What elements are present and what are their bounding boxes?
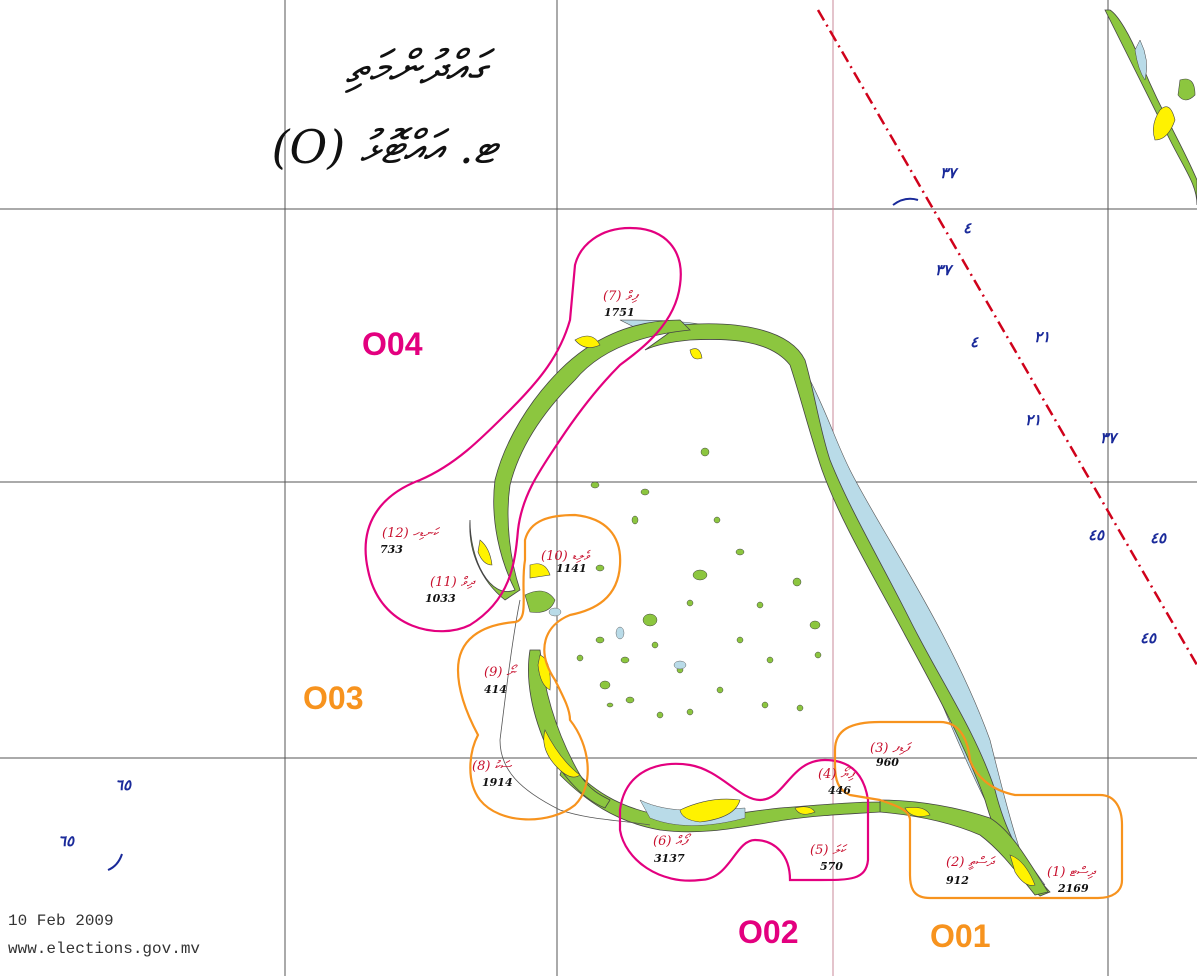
depth-mark: ٢١ (1025, 411, 1041, 429)
boundary-o02 (618, 758, 870, 882)
island-pop: 570 (820, 860, 843, 873)
zone-label-o04: O04 (362, 326, 423, 362)
zone-label-o01: O01 (930, 918, 991, 954)
island-label-6: (6) ފޯއް 3137 (653, 833, 691, 865)
svg-text:(10)ވެލިޑ: (10) ވެލިޑ (541, 549, 592, 564)
svg-text:(11)ދިވް: (11) ދިވް (430, 575, 476, 590)
svg-text:(6)ފޯއް: (6) ފޯއް (653, 833, 691, 849)
island-pop: 1914 (482, 776, 513, 789)
island-pop: 414 (484, 683, 507, 696)
island-num: (7) (603, 289, 621, 304)
island-label-12: (12) ކަނޑިހ 733 (380, 526, 441, 556)
svg-text:(7)ފިވް: (7) ފިވް (603, 289, 640, 304)
island-label-3: (3) ފަޑިފ 960 (870, 741, 912, 769)
island-name: ފަޑިފ (892, 741, 912, 756)
island-label-10: (10) ވެލިޑ 1141 (541, 549, 592, 575)
island-label-4: (4) ފިޔޯ 446 (818, 766, 856, 797)
svg-text:(8)ސަކު: (8) ސަކު (472, 759, 513, 774)
island-label-9: (9) ނޯ 414 (484, 664, 518, 696)
island-name: ވެލިޑ (572, 549, 592, 564)
island-num: (4) (818, 767, 836, 782)
boundary-line (816, 9, 1197, 666)
island-name: ފިޔޯ (840, 766, 856, 782)
depth-mark: ٤٥ (1140, 629, 1157, 647)
depth-mark: ٦٥ (58, 832, 75, 850)
island-name: ފޯއް (675, 833, 691, 849)
island-pop: 733 (380, 543, 403, 556)
atoll-title-dhivehi: ގައްދުންމަތި (345, 40, 487, 94)
island-label-7: (7) ފިވް 1751 (603, 289, 640, 319)
svg-text:(1)ދިސްޓ: (1) ދިސްޓ (1047, 865, 1096, 880)
island-label-8: (8) ސަކު 1914 (472, 759, 513, 789)
island-label-2: (2)ދަސްތީ 912 (946, 855, 996, 887)
svg-text:(3)ފަޑިފ: (3) ފަޑިފ (870, 741, 912, 756)
depth-mark: ٣٧ (1100, 429, 1119, 447)
depth-mark: ٤٥ (1088, 526, 1105, 544)
depth-mark: ٢١ (1034, 328, 1050, 346)
island-pop: 1751 (604, 306, 635, 319)
zone-label-o02: O02 (738, 914, 799, 950)
island-pop: 1033 (425, 592, 456, 605)
depth-soundings: ٣٧ ٤ ٣٧ ٤ ٢١ ٢١ ٣٧ ٤٥ ٤٥ ٤٥ ٦٥ ٦٥ (58, 164, 1167, 850)
island-num: (9) (484, 665, 502, 680)
island-num: (6) (653, 834, 671, 849)
footer-date: 10 Feb 2009 (8, 912, 114, 930)
depth-mark: ٣٧ (935, 261, 954, 279)
island-name: ދިސްޓ (1069, 865, 1096, 880)
depth-mark: ٤ (963, 219, 972, 237)
island-pop: 3137 (654, 852, 685, 865)
island-name: ފިވް (625, 289, 639, 304)
island-labels: (1) ދިސްޓ 2169 (2)ދަސްތީ 912 (3) ފަޑިފ 960… (380, 289, 1096, 895)
island-num: (10) (541, 549, 568, 564)
footer-url[interactable]: www.elections.gov.mv (8, 940, 201, 958)
island-label-5: (5) ކަލަ 570 (810, 843, 848, 873)
constituency-boundaries (364, 226, 1124, 900)
atoll-title-code: ޓ. އައްޓޮޅު (O) (271, 120, 497, 174)
island-pop: 912 (946, 874, 969, 887)
island-pop: 1141 (556, 562, 587, 575)
boundary-o04 (364, 226, 682, 633)
ne-island-chain (1104, 9, 1197, 206)
boundary-o01 (833, 720, 1124, 900)
island-name: ކަލަ (832, 843, 847, 858)
sounding-arc (107, 853, 123, 871)
zone-label-o03: O03 (303, 680, 364, 716)
island-name: ދަސްތީ (967, 855, 996, 870)
svg-text:(5)ކަލަ: (5) ކަލަ (810, 843, 848, 858)
island-num: (1) (1047, 865, 1065, 880)
svg-text:(2)ދަސްތީ: (2)ދަސްތީ (946, 855, 996, 870)
island-num: (3) (870, 741, 888, 756)
island-name: ނޯ (506, 664, 517, 680)
lagoon-shoals (548, 607, 687, 670)
island-pop: 960 (876, 756, 899, 769)
atoll-rim (469, 319, 1051, 897)
lagoon-islets (576, 447, 822, 719)
island-num: (2) (946, 855, 964, 870)
island-name: ދިވް (461, 575, 476, 590)
svg-text:(12)ކަނޑިހ: (12) ކަނޑިހ (382, 526, 441, 541)
svg-text:(4)ފިޔޯ: (4) ފިޔޯ (818, 766, 856, 782)
island-pop: 446 (828, 784, 851, 797)
island-num: (11) (430, 575, 457, 590)
island-num: (8) (472, 759, 490, 774)
island-label-11: (11) ދިވް 1033 (425, 575, 476, 605)
svg-text:(9)ނޯ: (9) ނޯ (484, 664, 518, 680)
island-num: (12) (382, 526, 409, 541)
depth-mark: ٤٥ (1150, 529, 1167, 547)
island-label-1: (1) ދިސްޓ 2169 (1047, 865, 1096, 895)
sounding-arc (892, 197, 919, 206)
reef-outline (499, 599, 651, 826)
island-name: ކަނޑިހ (413, 526, 441, 541)
island-pop: 2169 (1057, 882, 1089, 895)
depth-mark: ٤ (970, 333, 979, 351)
island-name: ސަކު (494, 759, 512, 774)
island-num: (5) (810, 843, 828, 858)
depth-mark: ٣٧ (940, 164, 959, 182)
boundary-o03 (456, 513, 622, 821)
depth-mark: ٦٥ (115, 776, 132, 794)
